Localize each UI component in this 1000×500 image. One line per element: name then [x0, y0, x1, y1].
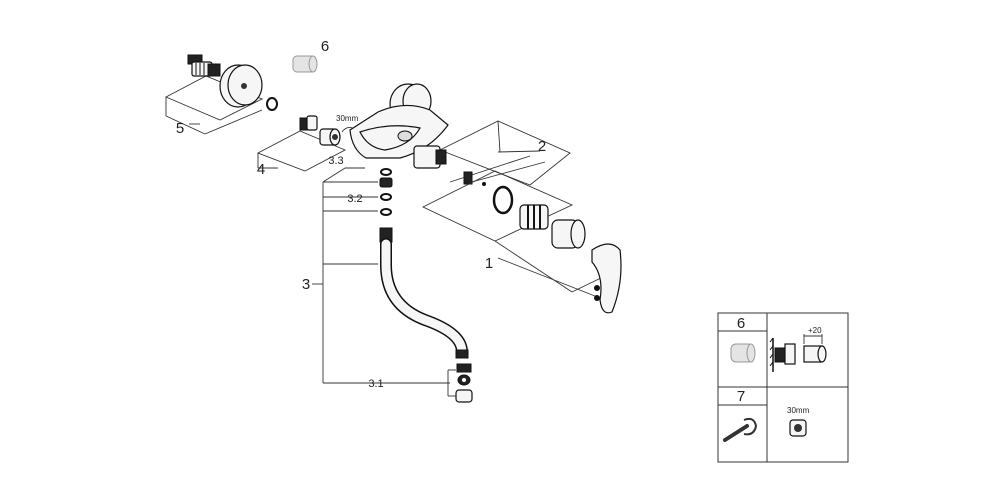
label-part-2: 2 — [538, 138, 546, 155]
inset-extension-label: +20 — [808, 326, 822, 335]
adapter-nut — [299, 115, 318, 131]
spout-rings — [379, 168, 393, 216]
eccentric-connector — [187, 54, 221, 77]
lever-handle — [591, 243, 622, 314]
wrench-icon — [723, 417, 758, 442]
label-part-6: 6 — [321, 38, 329, 55]
label-part-3-2: 3.2 — [347, 193, 362, 205]
label-part-1: 1 — [485, 255, 493, 272]
label-wrench-size: 30mm — [336, 114, 359, 123]
threaded-sleeve — [519, 204, 549, 230]
spout-pipe — [379, 227, 469, 359]
part-4-group: 4 — [257, 115, 347, 178]
label-part-3-3: 3.3 — [328, 155, 343, 167]
inset-extension-icon — [769, 334, 827, 372]
inset-number-7: 7 — [737, 388, 745, 405]
union-nut — [319, 128, 341, 146]
inset-number-6: 6 — [737, 315, 745, 332]
inset-wrench-size: 30mm — [787, 406, 810, 415]
label-part-5: 5 — [176, 120, 184, 137]
part-3-bracket: 3 3.3 3.2 3.1 — [302, 155, 450, 390]
label-part-3-1: 3.1 — [368, 378, 383, 390]
part-5-connector-group: 5 — [164, 54, 278, 137]
mixer-body — [349, 83, 449, 159]
cap-sleeve — [551, 219, 586, 249]
part-6-group: 6 — [292, 38, 329, 73]
cover-rosette — [219, 64, 263, 108]
cartridge — [413, 145, 486, 186]
washer — [266, 97, 278, 111]
part-1-group: 1 — [421, 170, 606, 299]
inset-nut-icon — [789, 419, 807, 437]
label-part-3: 3 — [302, 276, 310, 293]
inset-aerator-icon — [730, 343, 756, 363]
label-part-4: 4 — [257, 161, 265, 178]
inset-panel: 6 7 +20 30mm — [717, 312, 849, 463]
aerator-stack — [447, 363, 473, 403]
o-ring — [492, 185, 514, 215]
